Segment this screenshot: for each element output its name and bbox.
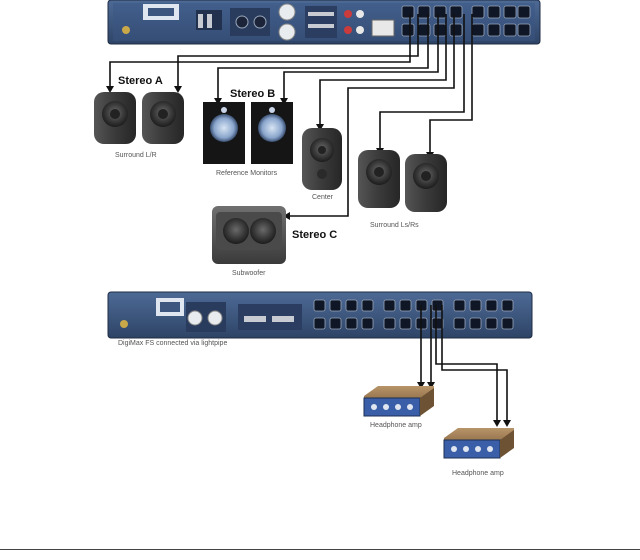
headphone-amp-2-label: Headphone amp	[452, 470, 504, 477]
center-label: Center	[312, 194, 333, 201]
headphone-amp-1	[364, 386, 434, 416]
center-speaker	[302, 128, 342, 190]
reference-monitors	[203, 102, 293, 164]
digimax-caption: DigiMax FS connected via lightpipe	[118, 340, 227, 347]
surround-ls-rs-speakers	[358, 150, 447, 212]
reference-monitors-label: Reference Monitors	[216, 170, 277, 177]
top-audio-interface	[108, 0, 540, 44]
surround-lr-speakers	[94, 92, 184, 144]
headphone-amp-2	[444, 428, 514, 458]
subwoofer	[212, 206, 286, 264]
stereo-a-label: Stereo A	[118, 75, 163, 87]
headphone-amp-1-label: Headphone amp	[370, 422, 422, 429]
digimax-fs-rack	[108, 292, 532, 338]
surround-lr-label: Surround L/R	[115, 152, 157, 159]
surround-ls-rs-label: Surround Ls/Rs	[370, 222, 419, 229]
bottom-rule	[0, 549, 640, 550]
stereo-c-label: Stereo C	[292, 229, 337, 241]
subwoofer-label: Subwoofer	[232, 270, 265, 277]
stereo-b-label: Stereo B	[230, 88, 275, 100]
